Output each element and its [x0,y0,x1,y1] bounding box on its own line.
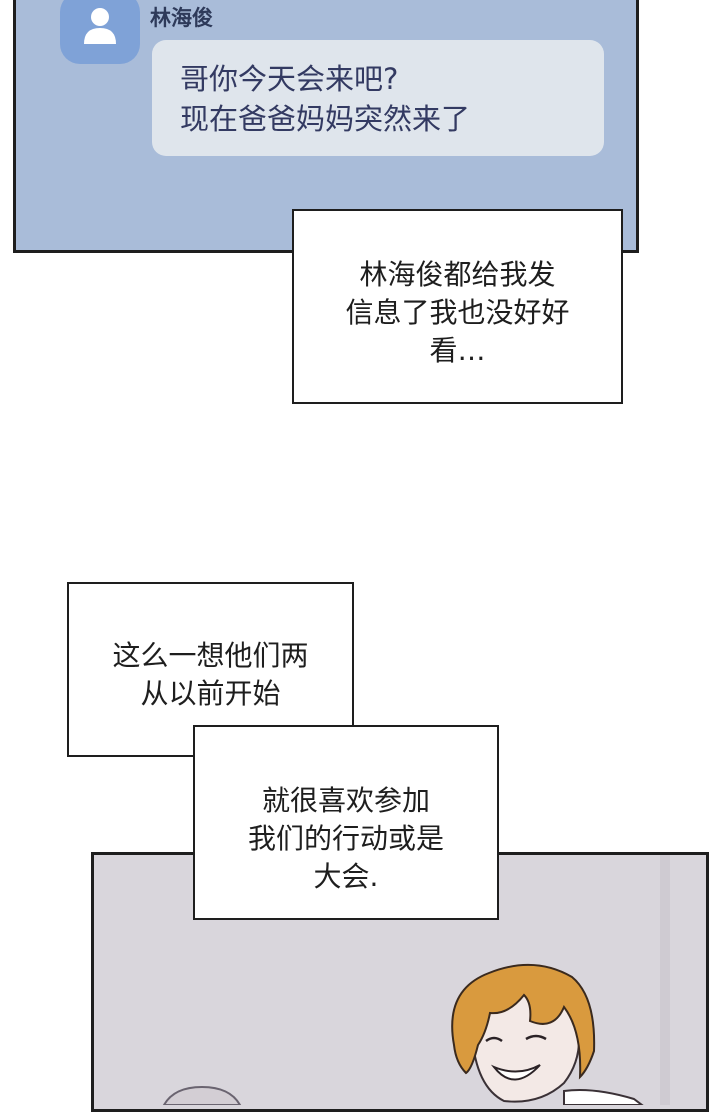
narration-line: 信息了我也没好好 [345,296,570,329]
narration-line: 就很喜欢参加 [261,784,430,817]
message-bubble: 哥你今天会来吧? 现在爸爸妈妈突然来了 [152,40,604,156]
sender-name: 林海俊 [150,6,213,30]
narration-line: 大会. [313,860,379,893]
narration-line: 这么一想他们两 [112,639,309,672]
message-line-1: 哥你今天会来吧? [180,62,399,96]
user-icon [84,8,116,44]
message-line-2: 现在爸爸妈妈突然来了 [180,102,471,136]
narration-box-1: 林海俊都给我发 信息了我也没好好 看… [292,209,623,404]
narration-line: 林海俊都给我发 [359,258,556,291]
narration-line: 从以前开始 [140,677,281,710]
contact-avatar [60,0,140,64]
narration-box-3: 就很喜欢参加 我们的行动或是 大会. [193,725,499,920]
narration-line: 我们的行动或是 [247,822,444,855]
narration-line: 看… [429,334,486,367]
